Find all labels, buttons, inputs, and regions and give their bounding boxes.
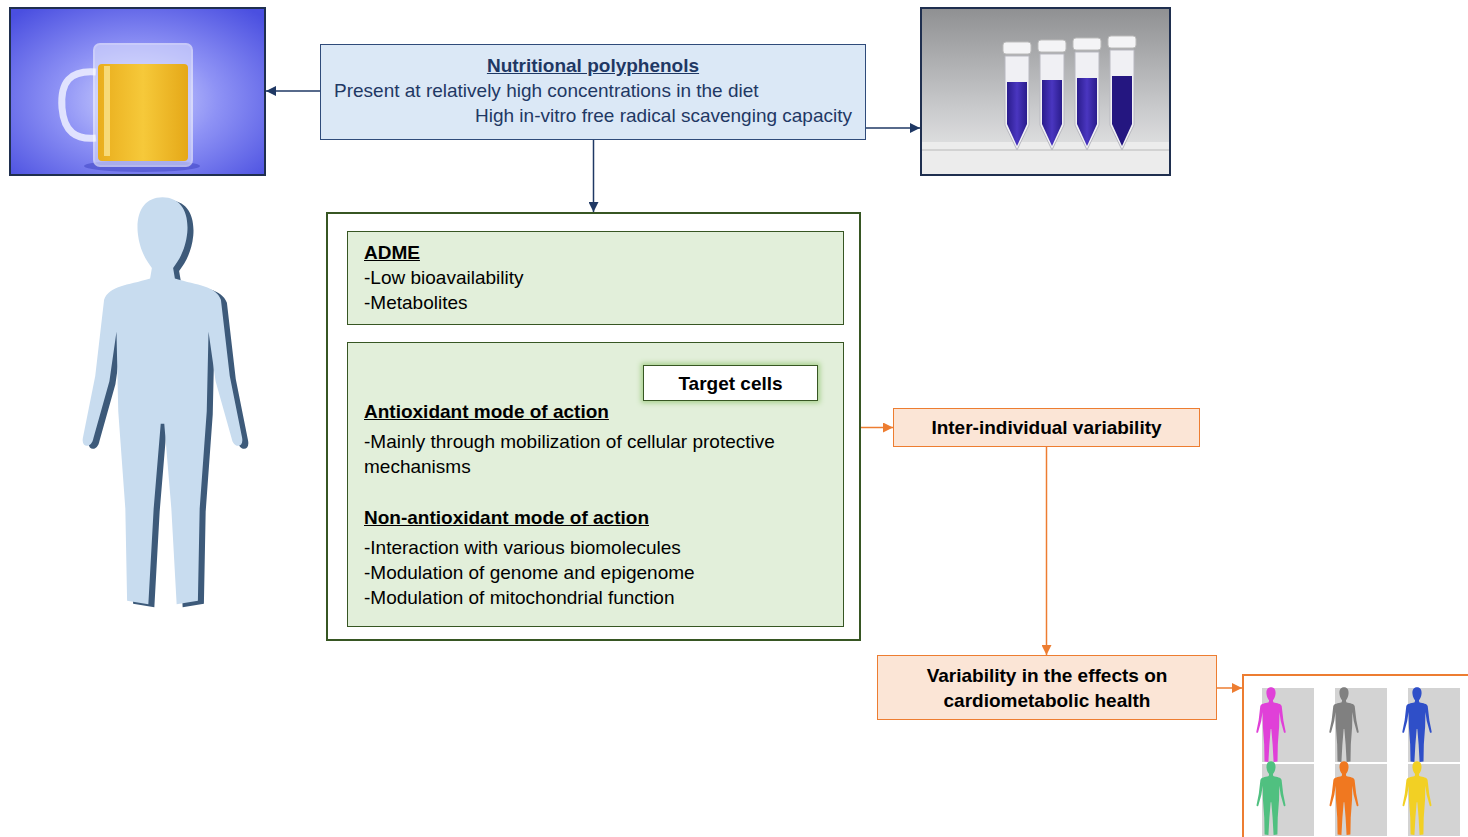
- person-figure: [1402, 687, 1431, 762]
- body-box: ADME-Low bioavailability-MetabolitesAnti…: [326, 212, 861, 641]
- box-text: -Interaction with various biomolecules: [364, 535, 829, 560]
- box-text: High in-vitro free radical scavenging ca…: [334, 103, 852, 128]
- tube: [1038, 40, 1066, 150]
- tube-cap: [1073, 38, 1101, 50]
- tube-body: [1005, 56, 1029, 150]
- box-label: Inter-individual variability: [931, 415, 1161, 440]
- source-box: Nutritional polyphenolsPresent at relati…: [320, 44, 866, 140]
- box-label: Variability in the effects on cardiometa…: [888, 663, 1206, 713]
- mode-box: Antioxidant mode of action -Mainly throug…: [347, 342, 844, 627]
- variability-box: Inter-individual variability: [893, 408, 1200, 447]
- box-text: -Modulation of mitochondrial function: [364, 585, 829, 610]
- tubes-photo: [921, 8, 1170, 175]
- target-box: Target cells: [643, 365, 818, 401]
- person-figure: [1330, 761, 1359, 835]
- adme-box: ADME-Low bioavailability-Metabolites: [347, 231, 844, 325]
- box-heading: Antioxidant mode of action: [364, 399, 829, 424]
- tube: [1073, 38, 1101, 150]
- arrow-to-photo: [266, 90, 320, 92]
- flow-arrow: [1046, 447, 1048, 655]
- effect-box: Variability in the effects on cardiometa…: [877, 655, 1217, 720]
- human-silhouette: [83, 197, 243, 604]
- tube-cap: [1038, 40, 1066, 52]
- arrow-to-group: [1217, 687, 1242, 689]
- tube-body: [1075, 52, 1099, 150]
- mug-glass: [94, 44, 192, 166]
- box-text: Present at relatively high concentration…: [334, 78, 852, 103]
- tube-liquid: [1007, 82, 1027, 146]
- population-figures: [1256, 687, 1460, 836]
- tube-cap: [1108, 36, 1136, 48]
- tube-body: [1110, 50, 1134, 150]
- group-bracket: [1243, 675, 1468, 837]
- flow-arrow: [593, 140, 595, 212]
- box-label: Target cells: [678, 371, 782, 396]
- box-heading: Nutritional polyphenols: [334, 53, 852, 78]
- tube-liquid: [1077, 78, 1097, 146]
- tea-photo: [10, 8, 265, 175]
- tube: [1003, 42, 1031, 150]
- arrow-to-photo: [866, 127, 920, 129]
- box-text: -Metabolites: [364, 290, 827, 315]
- person-figure: [1403, 761, 1432, 835]
- person-figure: [1256, 687, 1285, 762]
- box-text: -Mainly through mobilization of cellular…: [364, 429, 829, 479]
- box-heading: ADME: [364, 240, 827, 265]
- tube-rack: [922, 142, 1169, 174]
- flow-arrow: [861, 427, 893, 429]
- box-text: -Modulation of genome and epigenome: [364, 560, 829, 585]
- tube: [1108, 36, 1136, 150]
- tube-body: [1040, 54, 1064, 150]
- person-figure: [1257, 761, 1286, 835]
- tube-cap: [1003, 42, 1031, 54]
- photo-background: [921, 8, 1170, 175]
- tube-liquid: [1112, 76, 1132, 146]
- person-figure: [1329, 687, 1358, 762]
- tube-liquid: [1042, 80, 1062, 146]
- mug-liquid: [98, 64, 188, 161]
- mug-handle: [62, 72, 96, 139]
- rack-edge: [922, 149, 1169, 151]
- box-heading: Non-antioxidant mode of action: [364, 505, 829, 530]
- photo-background: [10, 8, 265, 175]
- box-text: -Low bioavailability: [364, 265, 827, 290]
- mug-highlight: [104, 66, 110, 156]
